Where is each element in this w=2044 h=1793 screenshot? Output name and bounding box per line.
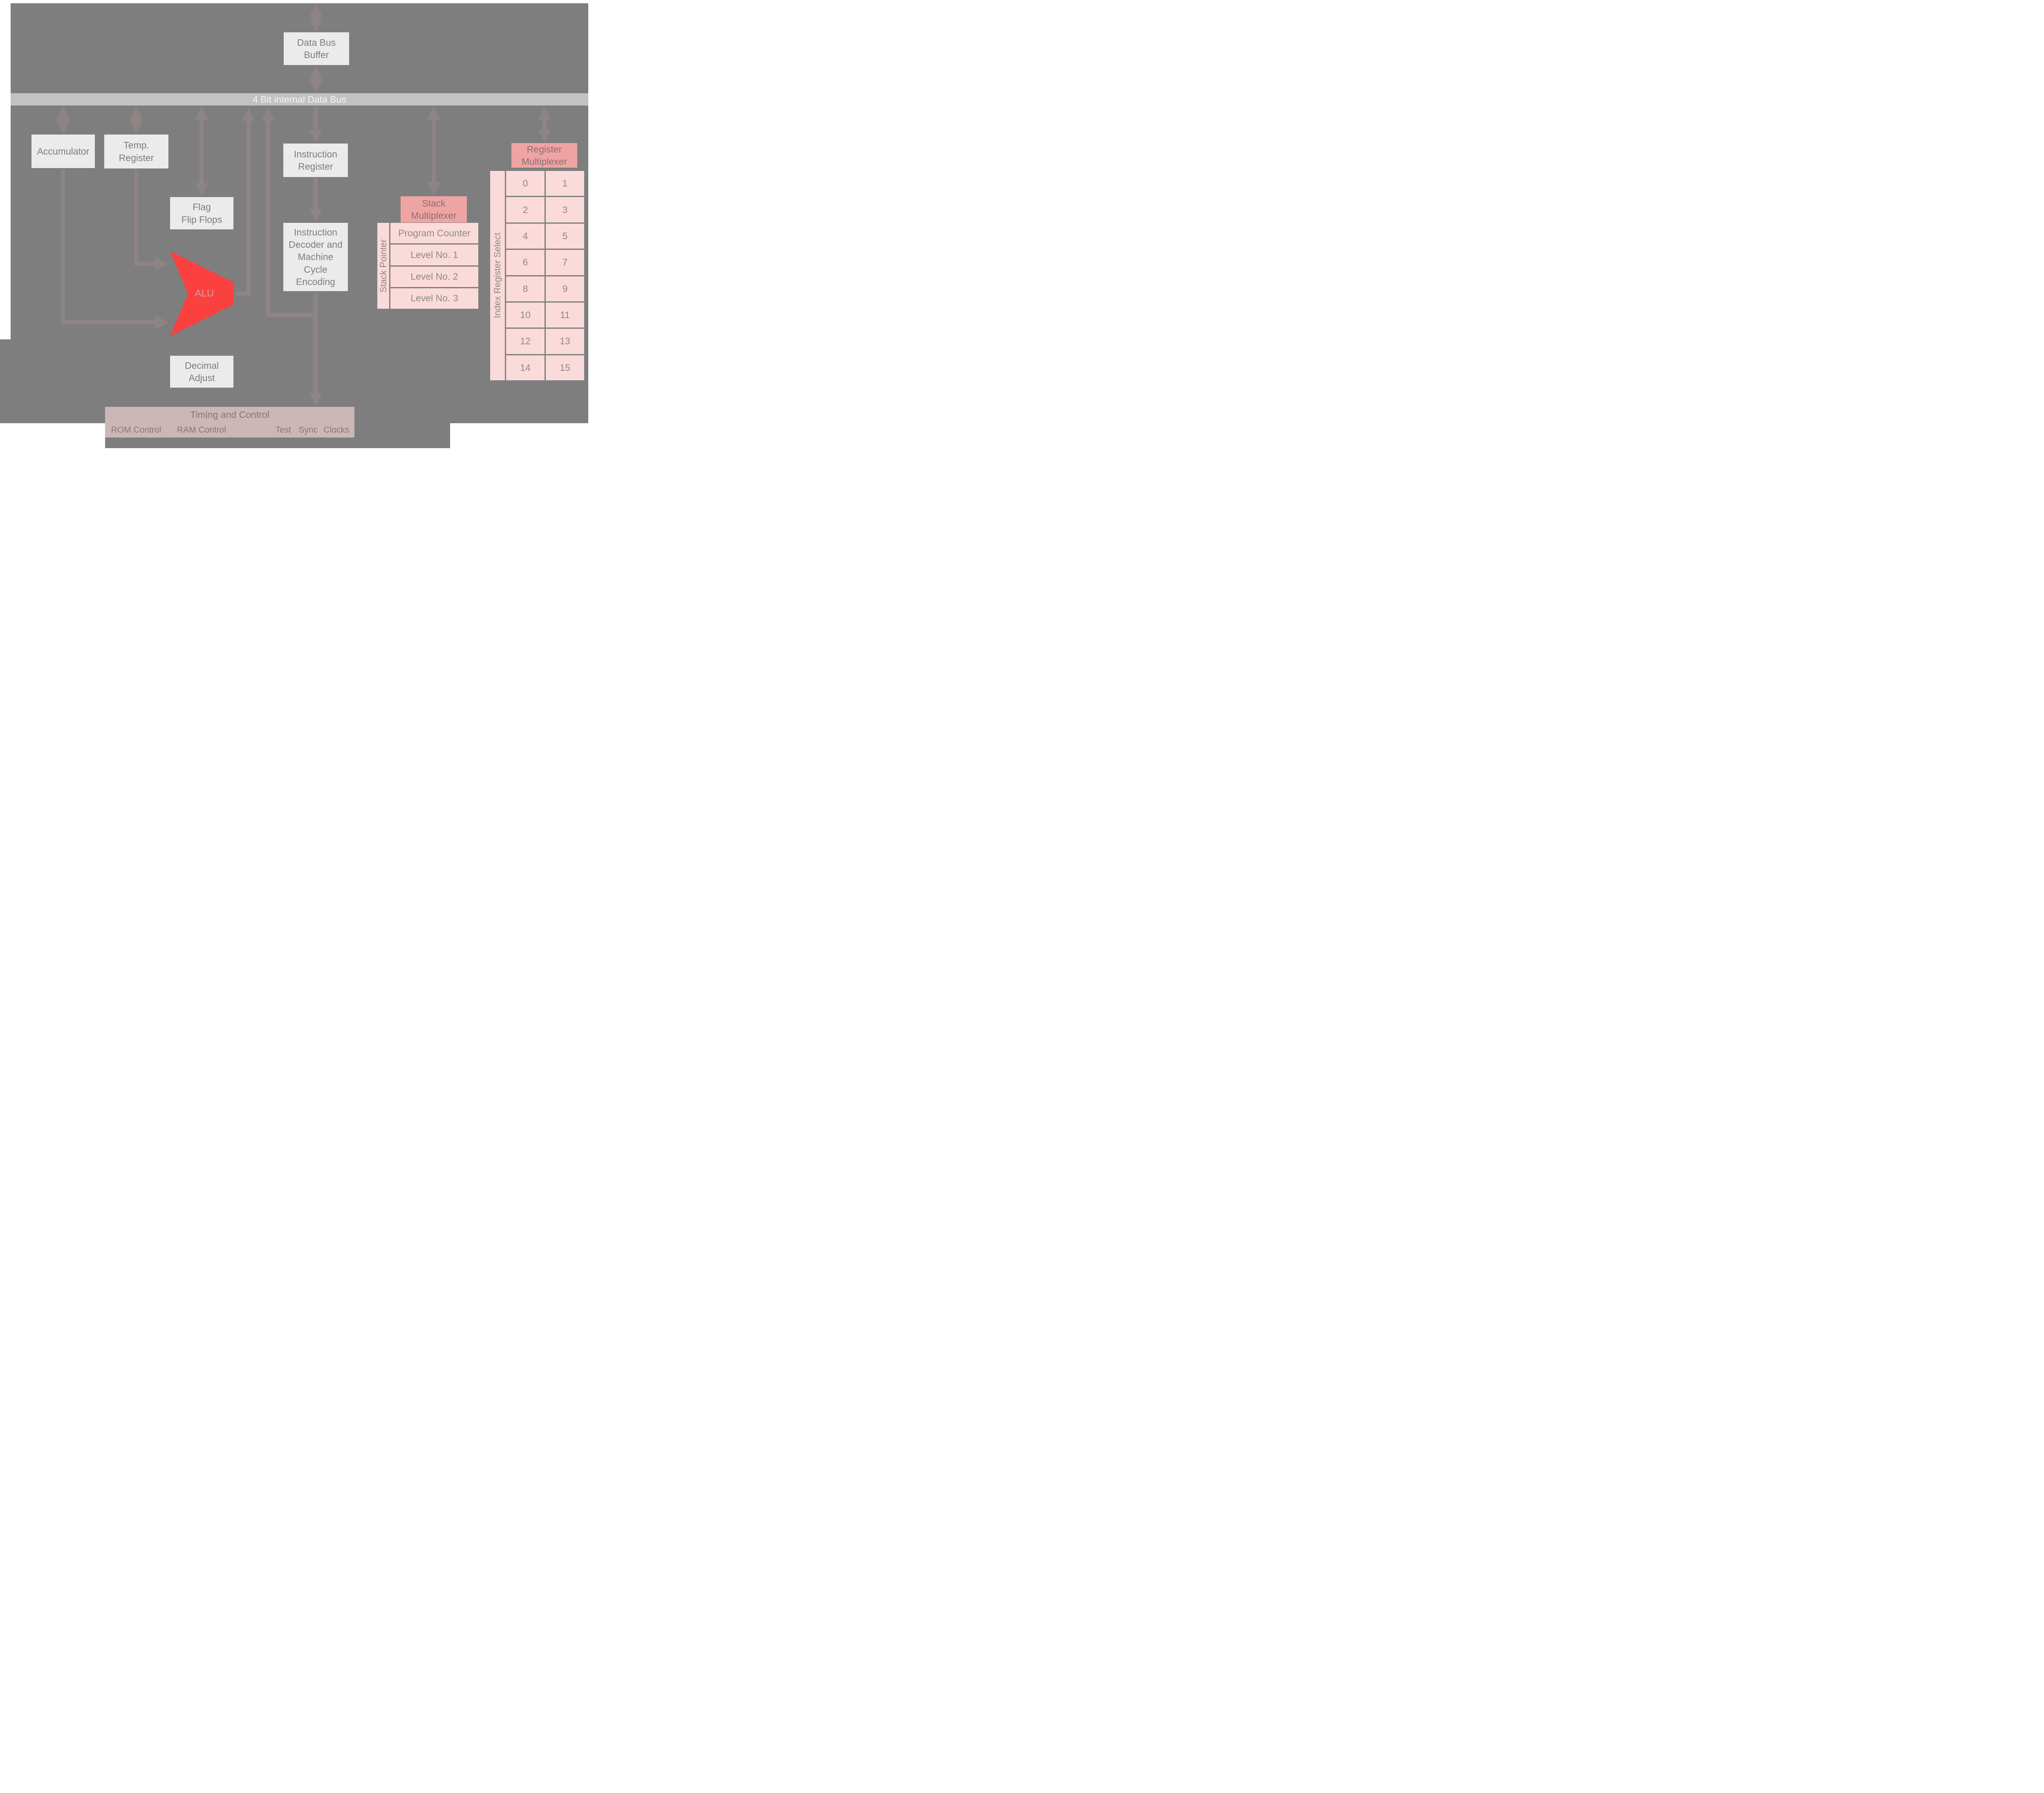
stack-level-3-row: Level No. 3 — [390, 288, 478, 309]
temp-register-box: Temp. Register — [104, 135, 168, 168]
stack-rows: Program Counter Level No. 1 Level No. 2 … — [390, 223, 478, 309]
internal-data-bus: 4 Bit internal Data Bus — [11, 93, 588, 105]
index-register-select-column: Index Register Select — [490, 171, 505, 380]
register-cell-7: 7 — [546, 250, 584, 275]
index-register-section: Index Register Select 0 1 2 3 4 5 6 7 8 … — [490, 171, 584, 380]
index-register-grid: 0 1 2 3 4 5 6 7 8 9 10 11 12 13 14 15 — [506, 171, 584, 380]
stack-pointer-label: Stack Pointer — [378, 239, 388, 293]
sync-signal-label: Sync — [298, 425, 318, 435]
cpu-block-diagram: 4 Bit internal Data Bus Data Bus Buffer … — [0, 0, 592, 448]
program-counter-row: Program Counter — [390, 223, 478, 244]
register-cell-11: 11 — [546, 302, 584, 328]
stack-section: Stack Pointer Program Counter Level No. … — [377, 223, 478, 309]
register-cell-3: 3 — [546, 197, 584, 222]
register-cell-12: 12 — [506, 329, 545, 354]
timing-and-control-bar: Timing and Control ROM Control RAM Contr… — [105, 407, 354, 438]
instruction-register-box: Instruction Register — [283, 144, 348, 177]
data-bus-buffer-box: Data Bus Buffer — [284, 32, 349, 65]
register-cell-14: 14 — [506, 355, 545, 380]
register-cell-5: 5 — [546, 223, 584, 249]
register-multiplexer-box: Register Multiplexer — [511, 143, 577, 168]
register-cell-0: 0 — [506, 171, 545, 196]
timing-and-control-title: Timing and Control — [190, 409, 269, 420]
stack-pointer-column: Stack Pointer — [377, 223, 389, 309]
register-cell-1: 1 — [546, 171, 584, 196]
register-cell-15: 15 — [546, 355, 584, 380]
register-cell-2: 2 — [506, 197, 545, 222]
background-left-tab — [0, 339, 11, 423]
stack-level-2-row: Level No. 2 — [390, 266, 478, 287]
test-signal-label: Test — [275, 425, 291, 435]
alu-label: ALU — [195, 288, 214, 299]
rom-control-label: ROM Control — [111, 425, 161, 435]
ram-control-label: RAM Control — [177, 425, 226, 435]
stack-multiplexer-box: Stack Multiplexer — [401, 196, 467, 222]
register-cell-10: 10 — [506, 302, 545, 328]
stack-level-1-row: Level No. 1 — [390, 245, 478, 265]
accumulator-box: Accumulator — [31, 135, 95, 168]
register-cell-9: 9 — [546, 276, 584, 301]
register-cell-4: 4 — [506, 223, 545, 249]
internal-data-bus-label: 4 Bit internal Data Bus — [253, 94, 346, 105]
register-cell-13: 13 — [546, 329, 584, 354]
register-cell-8: 8 — [506, 276, 545, 301]
register-cell-6: 6 — [506, 250, 545, 275]
instruction-decoder-box: Instruction Decoder and Machine Cycle En… — [283, 223, 348, 291]
flag-flip-flops-box: Flag Flip Flops — [170, 197, 233, 229]
decimal-adjust-box: Decimal Adjust — [170, 356, 233, 388]
index-register-select-label: Index Register Select — [492, 233, 502, 319]
clocks-signal-label: Clocks — [323, 425, 350, 435]
